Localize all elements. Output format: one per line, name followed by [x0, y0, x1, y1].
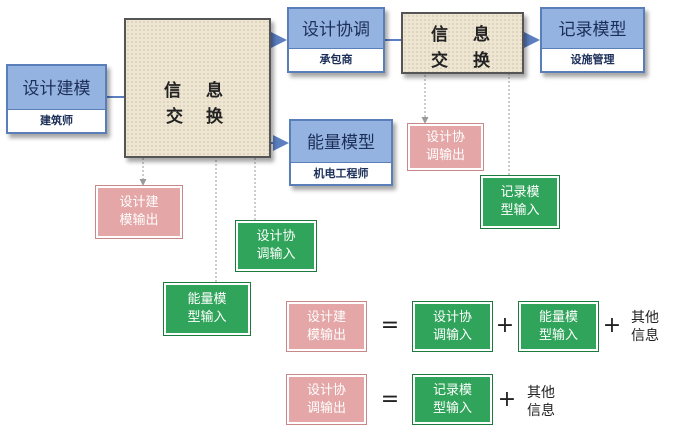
exchange-char-4: 换 [473, 51, 490, 71]
exchange-char-1: 信 [164, 81, 181, 101]
design-model-box: 设计建模 建筑师 [6, 64, 107, 134]
input-line-1: 能量模 [187, 292, 227, 307]
record-model-input-box: 记录模型输入 [481, 176, 559, 228]
equation-1-lhs: 设计建模输出 [287, 302, 366, 351]
equation-text: 型输入 [538, 327, 578, 343]
design-model-output-box: 设计建模输出 [96, 186, 182, 238]
other-info-line-1: 其他 [631, 310, 659, 326]
equation-text: 能量模 [538, 309, 578, 325]
info-exchange-box-2: 信 息 交 换 [401, 12, 524, 74]
input-line-2: 型输入 [500, 203, 540, 218]
equation-2-plus-1: + [497, 387, 517, 412]
equation-text: 设计协 [306, 382, 346, 398]
equation-text: 设计建 [306, 309, 346, 325]
energy-model-box: 能量模型 机电工程师 [289, 119, 393, 186]
equation-text: 型输入 [432, 400, 472, 416]
input-line-2: 调输入 [256, 247, 296, 262]
equation-text: 设计协 [432, 309, 472, 325]
equation-text: 记录模 [432, 382, 472, 398]
record-model-box: 记录模型 设施管理 [540, 7, 645, 73]
equation-text: 调输出 [306, 400, 346, 416]
equation-text: 调输入 [432, 327, 472, 343]
input-line-1: 设计协 [256, 229, 296, 244]
equation-2-term-1: 记录模型输入 [413, 375, 492, 424]
output-line-1: 设计协 [425, 130, 465, 145]
exchange-char-3: 交 [166, 107, 183, 127]
equation-2-equals: = [380, 387, 400, 412]
input-line-2: 型输入 [187, 310, 227, 325]
energy-model-role: 机电工程师 [291, 162, 391, 184]
other-info-line-1: 其他 [527, 385, 555, 401]
equation-1-plus-2: + [602, 313, 622, 338]
equation-1-other-info: 其他 信息 [631, 309, 677, 345]
design-model-role: 建筑师 [8, 109, 105, 132]
exchange-char-4: 换 [206, 107, 223, 127]
equation-1-term-1: 设计协调输入 [413, 302, 492, 351]
equation-1-plus-1: + [495, 313, 515, 338]
equation-2-lhs: 设计协调输出 [287, 375, 366, 424]
exchange-char-1: 信 [431, 25, 448, 45]
record-model-label: 记录模型 [558, 20, 627, 40]
energy-model-label: 能量模型 [307, 133, 375, 153]
exchange-char-2: 息 [206, 81, 223, 101]
other-info-line-2: 信息 [527, 403, 555, 419]
design-coord-box: 设计协调 承包商 [287, 7, 385, 73]
equation-1-term-2: 能量模型输入 [519, 302, 598, 351]
design-coord-input-box: 设计协调输入 [236, 221, 316, 271]
other-info-line-2: 信息 [631, 328, 659, 344]
equation-2-other-info: 其他 信息 [527, 384, 573, 420]
design-model-label: 设计建模 [22, 79, 91, 99]
design-coord-role: 承包商 [289, 48, 383, 71]
exchange-char-3: 交 [431, 51, 448, 71]
output-line-2: 调输出 [425, 148, 465, 163]
design-coord-label: 设计协调 [302, 20, 370, 40]
equation-text: 模输出 [306, 327, 346, 343]
output-line-1: 设计建 [119, 195, 159, 210]
info-exchange-box-1: 信 息 交 换 [124, 18, 271, 158]
energy-model-input-box: 能量模型输入 [164, 283, 250, 335]
equation-1-equals: = [380, 313, 400, 338]
record-model-role: 设施管理 [542, 48, 643, 71]
output-line-2: 模输出 [119, 213, 159, 228]
exchange-char-2: 息 [473, 25, 490, 45]
input-line-1: 记录模 [500, 185, 540, 200]
design-coord-output-box: 设计协调输出 [408, 124, 483, 170]
